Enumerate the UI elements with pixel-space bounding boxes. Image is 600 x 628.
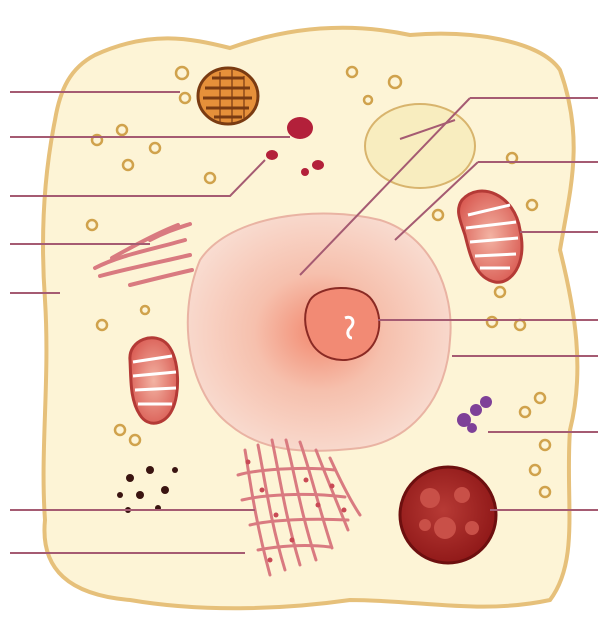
vacuole <box>365 104 475 188</box>
mitochondrion-top-left <box>198 68 258 124</box>
mitochondrion-left <box>130 338 178 423</box>
lysosome <box>400 467 496 563</box>
nucleolus <box>305 288 379 360</box>
